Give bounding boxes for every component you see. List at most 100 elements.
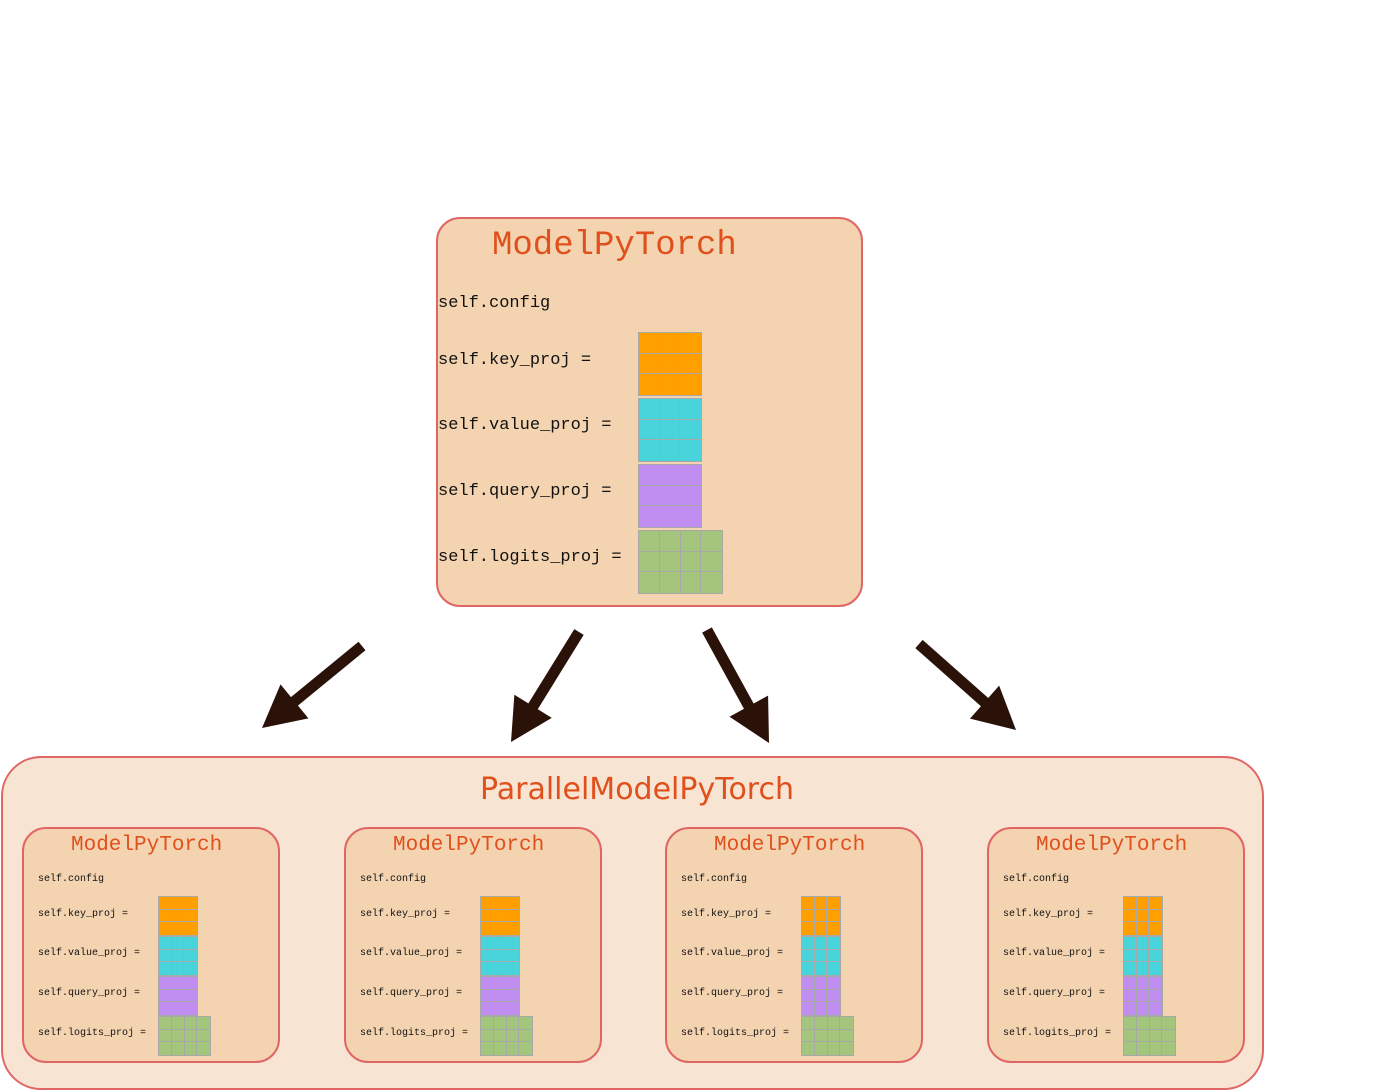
matrix-cell — [639, 353, 660, 375]
matrix-cell — [1136, 1029, 1150, 1043]
arrow-shaft — [526, 629, 584, 713]
matrix-cell — [184, 990, 197, 1003]
matrix-cell — [184, 962, 197, 975]
arrow-shaft — [702, 627, 756, 713]
matrix-cell — [828, 1042, 841, 1055]
matrix-key-proj — [480, 896, 520, 936]
field-label-query-proj: self.query_proj = — [438, 482, 612, 501]
matrix-cell — [506, 990, 519, 1003]
matrix-cell — [1150, 1042, 1163, 1055]
matrix-cell — [159, 1002, 172, 1015]
matrix-cell — [159, 1029, 172, 1043]
matrix-cell — [172, 1002, 185, 1015]
matrix-cell — [659, 485, 681, 507]
matrix-cell — [659, 419, 681, 441]
matrix-cell — [659, 399, 681, 420]
matrix-cell — [1137, 1002, 1150, 1015]
matrix-cell — [159, 977, 172, 990]
matrix-cell — [827, 950, 840, 963]
matrix-cell — [1136, 989, 1150, 1003]
matrix-cell — [184, 897, 197, 910]
matrix-cell — [519, 1042, 532, 1055]
field-label-query-proj: self.query_proj = — [38, 988, 141, 999]
matrix-cell — [802, 989, 815, 1003]
matrix-value-proj — [480, 936, 520, 976]
matrix-cell — [802, 922, 815, 935]
matrix-cell — [814, 897, 828, 910]
matrix-cell — [827, 922, 840, 935]
matrix-cell — [171, 909, 185, 923]
matrix-cell — [680, 486, 701, 507]
matrix-cell — [506, 910, 519, 923]
matrix-cell — [1149, 950, 1162, 963]
matrix-cell — [481, 937, 494, 950]
matrix-cell — [159, 922, 172, 935]
matrix-cell — [481, 1042, 494, 1055]
matrix-cell — [827, 977, 840, 990]
matrix-cell — [172, 962, 185, 975]
matrix-cell — [814, 1017, 828, 1030]
matrix-cell — [639, 465, 660, 486]
matrix-cell — [680, 551, 702, 573]
matrix-cell — [1136, 949, 1150, 963]
field-label-key-proj: self.key_proj = — [360, 909, 451, 920]
field-label-key-proj: self.key_proj = — [38, 909, 129, 920]
matrix-cell — [1124, 1042, 1137, 1055]
matrix-logits-proj — [1123, 1016, 1176, 1056]
field-label-value-proj: self.value_proj = — [360, 948, 463, 959]
matrix-cell — [506, 937, 519, 950]
matrix-cell — [701, 531, 722, 552]
matrix-cell — [802, 1029, 815, 1043]
matrix-cell — [680, 399, 701, 420]
matrix-cell — [815, 922, 828, 935]
matrix-cell — [1137, 922, 1150, 935]
matrix-cell — [639, 374, 660, 395]
matrix-cell — [840, 1042, 853, 1055]
matrix-cell — [814, 989, 828, 1003]
matrix-cell — [159, 909, 172, 923]
matrix-cell — [1136, 897, 1150, 910]
matrix-cell — [680, 333, 701, 354]
matrix-cell — [1136, 1017, 1150, 1030]
matrix-cell — [1149, 977, 1162, 990]
matrix-cell — [1124, 937, 1137, 950]
matrix-query-proj — [158, 976, 198, 1016]
top-model-title: ModelPyTorch — [492, 227, 737, 265]
matrix-cell — [1124, 922, 1137, 935]
matrix-cell — [172, 922, 185, 935]
matrix-cell — [639, 333, 660, 354]
matrix-cell — [660, 440, 681, 461]
matrix-cell — [1124, 989, 1137, 1003]
matrix-cell — [481, 1002, 494, 1015]
matrix-cell — [493, 1029, 507, 1043]
field-label-logits-proj: self.logits_proj = — [438, 548, 622, 567]
matrix-cell — [159, 1017, 172, 1030]
matrix-cell — [1124, 1029, 1137, 1043]
matrix-cell — [184, 1029, 198, 1043]
matrix-cell — [197, 1042, 210, 1055]
matrix-cell — [827, 910, 840, 923]
matrix-cell — [1124, 1002, 1137, 1015]
matrix-cell — [1149, 1029, 1163, 1043]
matrix-cell — [680, 354, 701, 375]
matrix-cell — [494, 962, 507, 975]
matrix-cell — [827, 897, 840, 910]
matrix-cell — [680, 420, 701, 441]
matrix-query-proj — [480, 976, 520, 1016]
field-label-key-proj: self.key_proj = — [438, 351, 592, 370]
matrix-cell — [814, 977, 828, 990]
matrix-cell — [159, 989, 172, 1003]
matrix-cell — [1136, 937, 1150, 950]
arrow-down-left — [511, 629, 584, 742]
matrix-cell — [840, 1017, 853, 1030]
matrix-cell — [802, 897, 815, 910]
field-label-config: self.config — [360, 874, 427, 885]
matrix-cell — [481, 1029, 494, 1043]
matrix-cell — [184, 1002, 197, 1015]
arrow-down-right — [915, 639, 1016, 730]
matrix-cell — [494, 922, 507, 935]
matrix-cell — [184, 937, 197, 950]
matrix-cell — [802, 1017, 815, 1030]
